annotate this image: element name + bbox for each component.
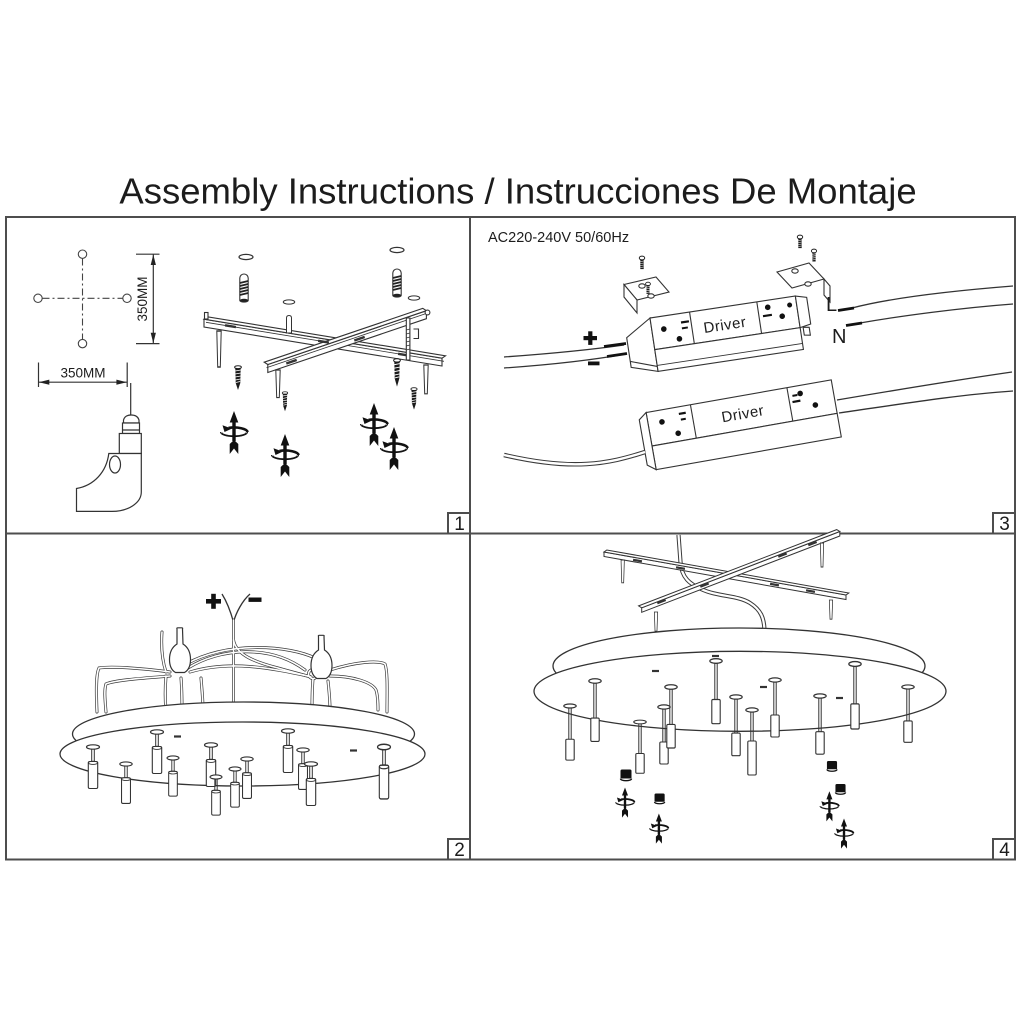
svg-text:4: 4 (999, 840, 1010, 861)
svg-text:Driver: Driver (702, 314, 747, 337)
svg-text:350MM: 350MM (60, 366, 105, 381)
svg-text:Assembly Instructions / Instru: Assembly Instructions / Instrucciones De… (119, 171, 916, 212)
svg-text:1: 1 (454, 514, 465, 535)
svg-text:2: 2 (454, 840, 465, 861)
svg-text:L: L (826, 294, 837, 316)
svg-text:350MM: 350MM (135, 276, 150, 321)
svg-text:N: N (832, 326, 846, 348)
svg-text:AC220-240V 50/60Hz: AC220-240V 50/60Hz (488, 230, 629, 246)
svg-text:3: 3 (999, 514, 1010, 535)
